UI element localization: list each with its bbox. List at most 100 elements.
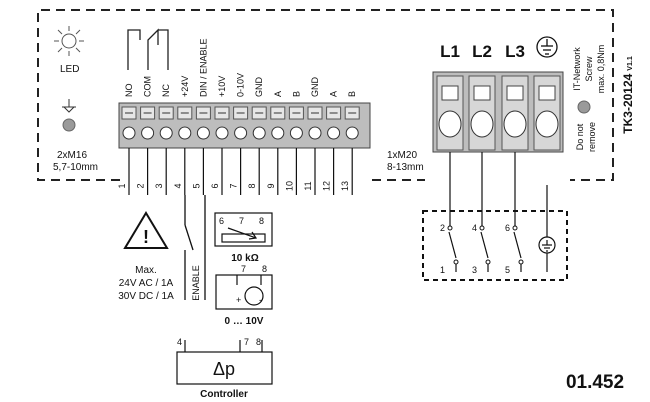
relay-rating-line-1: Max. [135,265,157,276]
terminal-number: 11 [303,181,313,190]
terminal-number: 4 [173,183,183,188]
power-terminal-clamp [438,110,462,138]
terminal-number: 6 [210,183,220,188]
power-terminal-clamp [535,110,559,138]
part-number: 01.452 [566,372,624,393]
relay-rating-line-3: 30V DC / 1A [118,291,174,302]
terminal-number: 7 [229,183,239,188]
terminal-contact [327,126,341,140]
switch-blade [480,231,489,259]
terminal-contact [271,126,285,140]
gland-right-range: 8-13mm [387,162,424,173]
remove-note-2: remove [587,122,597,152]
switch-bottom-contact [485,259,491,265]
terminal-label: B [291,91,301,97]
switch-top-number: 4 [472,223,477,233]
voltage-pin-7: 7 [241,264,246,274]
terminal-label: GND [310,77,320,98]
terminal-label: +24V [180,76,190,97]
terminal-label: A [273,91,283,97]
power-label-l1: L1 [440,42,460,61]
power-label-l2: L2 [472,42,492,61]
terminal-number: 3 [154,183,164,188]
terminal-number: 8 [247,183,257,188]
terminal-contact [196,126,210,140]
terminal-contact [345,126,359,140]
terminal-contact [308,126,322,140]
switch-bottom-number: 5 [505,265,510,275]
enable-switch [184,195,206,300]
controller-box [176,351,273,385]
controller-label: Controller [200,389,248,400]
warning-icon: ! [123,211,169,249]
chassis-ground-icon [62,99,76,113]
terminal-label: NO [124,84,134,98]
switch-top-number: 2 [440,223,445,233]
remove-note-1: Do not [575,123,585,150]
enable-label: ENABLE [191,265,201,301]
terminal-contact [178,126,192,140]
power-terminal-window [441,85,459,101]
switch-ground-icon [538,185,556,272]
terminal-contact [289,126,303,140]
switch-top-number: 6 [505,223,510,233]
switch-top-contact [479,225,485,231]
power-terminal-clamp [470,110,494,138]
switch-blade [448,231,457,259]
controller-symbol: Δp [213,359,235,379]
terminal-number: 12 [322,181,332,191]
svg-text:TK3-20124V1.1: TK3-20124V1.1 [621,56,635,134]
gland-left-range: 5,7-10mm [53,162,98,173]
switch-top-contact [512,225,518,231]
pot-label: 10 kΩ [231,253,258,264]
model-title: TK3-20124V1.1 [621,56,635,134]
screw-note-2: Screw [584,56,594,82]
terminal-number: 5 [191,183,201,188]
screw-indicator [577,100,591,114]
terminal-number: 2 [136,183,146,188]
terminal-number: 1 [117,183,127,188]
power-terminal-window [473,85,491,101]
gland-right-size: 1xM20 [387,150,417,161]
enclosure-outline [37,9,614,181]
switch-bottom-contact [453,259,459,265]
led-label: LED [60,64,79,75]
pot-pin-8: 8 [259,216,264,226]
terminal-label: A [329,91,339,97]
controller-pin-7: 7 [244,337,249,347]
terminal-label: COM [143,76,153,97]
pot-pin-6: 6 [219,216,224,226]
power-terminal-clamp [503,110,527,138]
controller-pin-8: 8 [256,337,261,347]
terminal-label: GND [254,77,264,98]
potentiometer [214,212,273,247]
controller-wires [184,340,263,352]
screw-note-3: max. 0,8Nm [596,45,606,94]
screw-note-1: IT-Network [572,47,582,91]
power-terminal-window [506,85,524,101]
controller-pin-4: 4 [177,337,182,347]
terminal-contact [122,126,136,140]
voltage-minus: - [259,295,262,305]
switch-blade [513,231,522,259]
power-terminals [436,75,561,151]
terminal-label: B [347,91,357,97]
terminal-contact [159,126,173,140]
terminal-number: 9 [266,183,276,188]
terminal-label: NC [161,84,171,97]
voltage-pin-8: 8 [262,264,267,274]
gland-left-size: 2xM16 [57,150,87,161]
voltage-plus: + [236,295,241,305]
terminal-label: +10V [217,76,227,97]
terminal-contact [215,126,229,140]
terminal-number: 13 [340,181,350,191]
terminal-contact [141,126,155,140]
terminal-contact [252,126,266,140]
power-label-l3: L3 [505,42,525,61]
svg-text:!: ! [143,227,149,247]
terminal-label: 0-10V [236,73,246,97]
relay-contact-icon [127,28,169,70]
